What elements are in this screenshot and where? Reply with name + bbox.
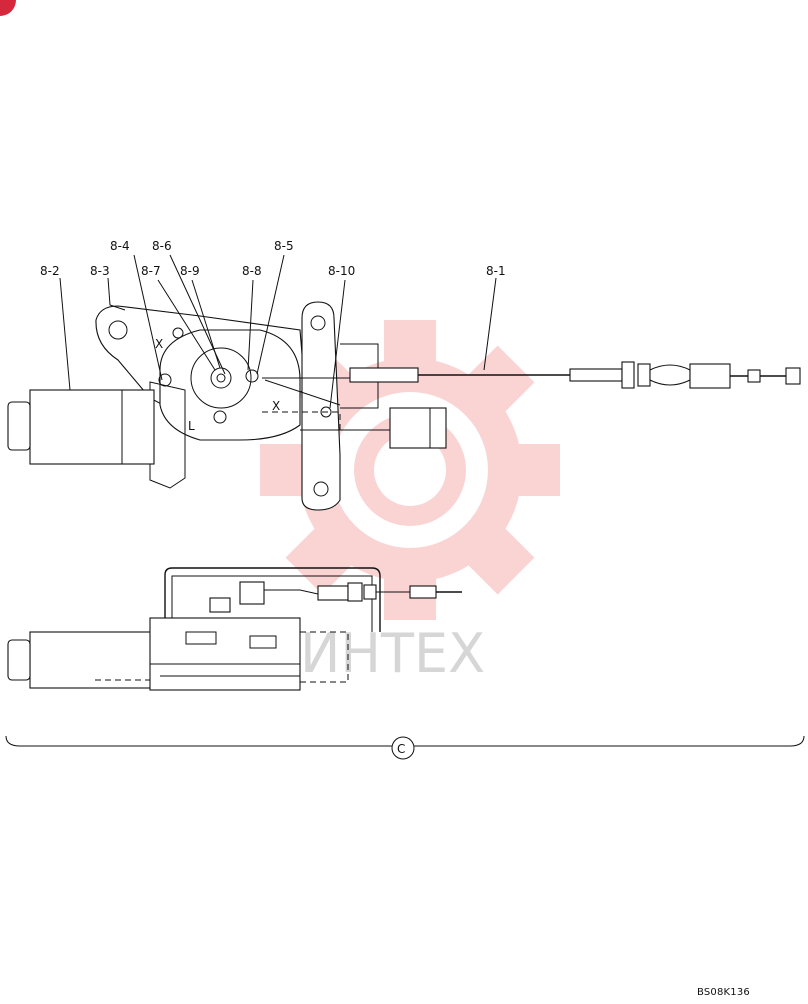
label-8-3: 8-3	[90, 264, 110, 278]
leader-lines	[59, 254, 497, 409]
x-mark-upper: X	[155, 337, 163, 351]
label-8-7: 8-7	[141, 264, 161, 278]
side-view-assembly	[7, 567, 462, 691]
label-8-8: 8-8	[242, 264, 262, 278]
section-bracket: C	[5, 735, 805, 760]
top-view-assembly: X X L	[7, 301, 801, 511]
label-8-10: 8-10	[328, 264, 355, 278]
watermark-text: ИНТЕХ	[300, 622, 485, 685]
label-8-5: 8-5	[274, 239, 294, 253]
corner-marker	[0, 0, 16, 16]
label-8-9: 8-9	[180, 264, 200, 278]
label-8-6: 8-6	[152, 239, 172, 253]
label-8-1: 8-1	[486, 264, 506, 278]
label-8-4: 8-4	[110, 239, 130, 253]
l-mark: L	[188, 419, 195, 433]
x-mark-lower: X	[272, 399, 280, 413]
part-labels: 8-1 8-2 8-3 8-4 8-5 8-6 8-7 8-8 8-9 8-10	[40, 239, 506, 278]
drawing-code: BS08K136	[696, 987, 750, 998]
section-mark-c: C	[397, 742, 405, 756]
label-8-2: 8-2	[40, 264, 60, 278]
